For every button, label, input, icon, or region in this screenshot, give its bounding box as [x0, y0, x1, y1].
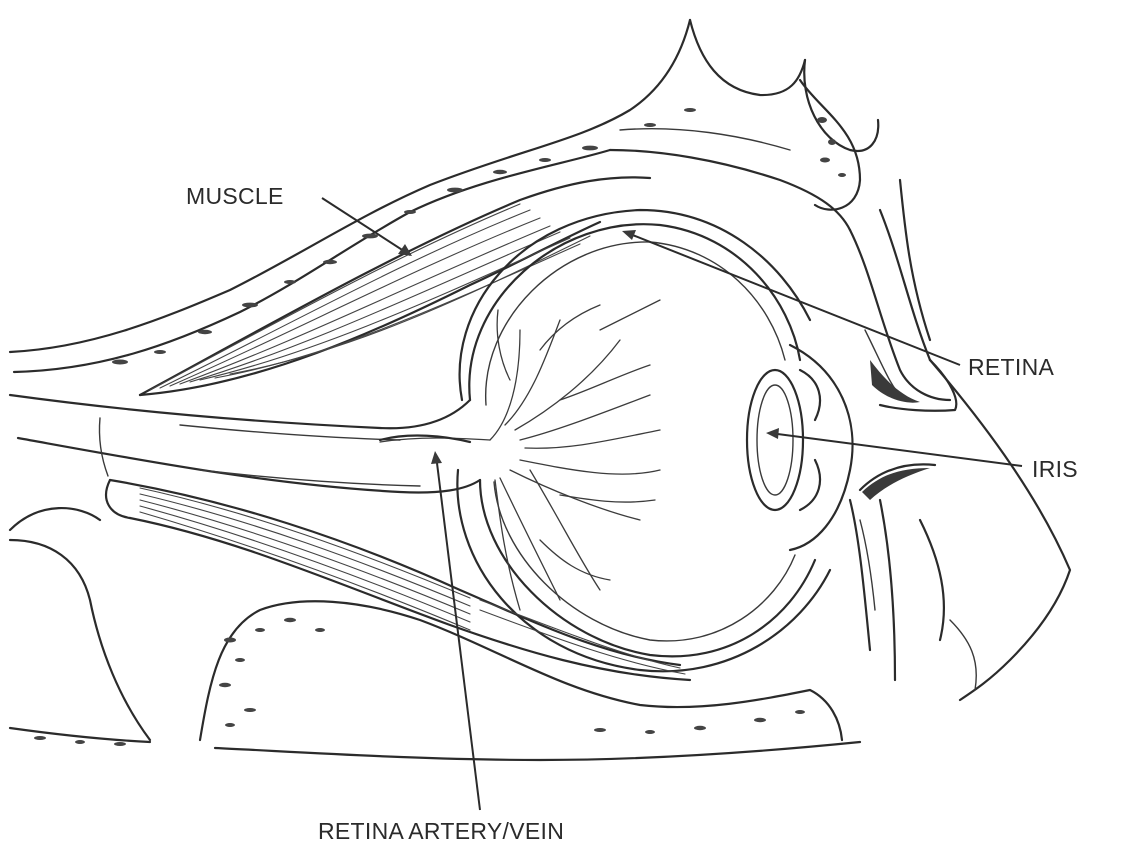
lower-muscle [106, 480, 690, 680]
lower-orbital-bone [10, 508, 860, 760]
lens-iris [747, 345, 853, 550]
eyeball [457, 210, 830, 671]
optic-nerve [10, 395, 480, 493]
label-iris: IRIS [1032, 456, 1078, 483]
face-profile [900, 180, 1070, 700]
upper-orbital-bone [10, 20, 878, 372]
label-muscle: MUSCLE [186, 183, 284, 210]
retina-vessels [380, 300, 660, 610]
label-retina: RETINA [968, 354, 1054, 381]
label-retina-artery-vein: RETINA ARTERY/VEIN [318, 818, 564, 845]
lower-eyelid [850, 464, 935, 680]
lower-bone-speckle [34, 618, 805, 746]
upper-eyelid [850, 210, 956, 411]
